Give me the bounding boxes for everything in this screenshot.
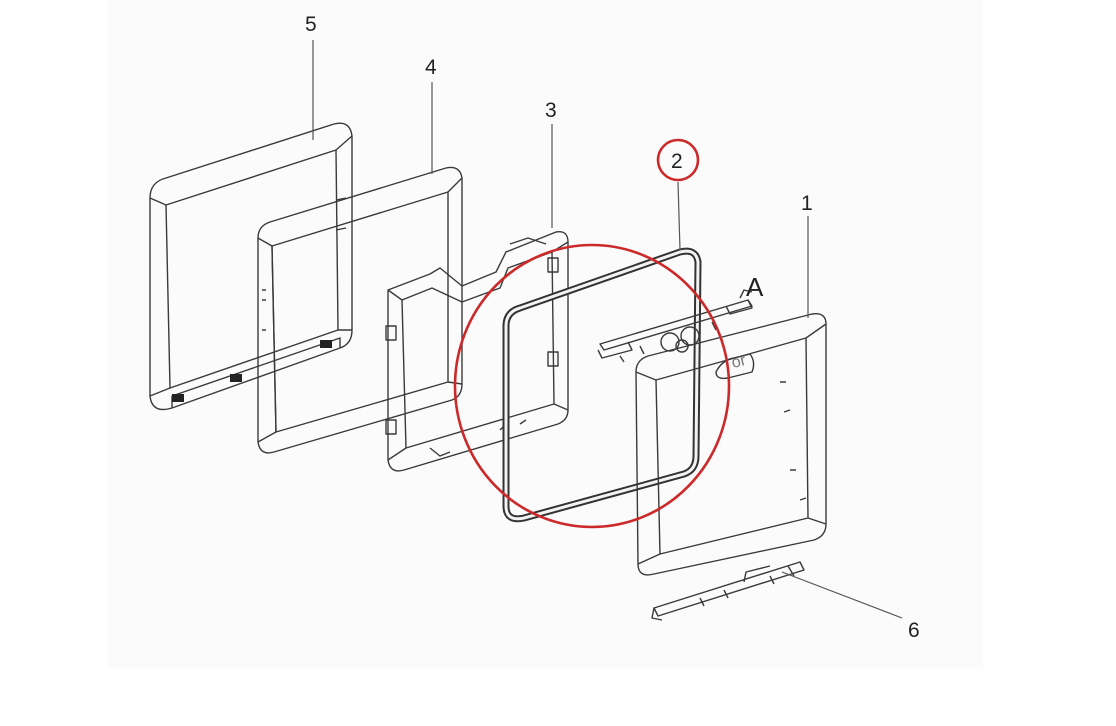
part-4-thin-frame — [257, 166, 463, 454]
part-1-window-frame — [635, 313, 827, 576]
callout-4: 4 — [425, 56, 437, 79]
emblem-text: or — [730, 352, 749, 372]
leader-lines — [312, 40, 903, 619]
part-a-mechanism — [597, 289, 753, 363]
callout-6: 6 — [908, 619, 920, 642]
callout-5: 5 — [305, 13, 317, 36]
part-6-bracket-strip — [651, 561, 805, 621]
callout-2: 2 — [671, 150, 683, 173]
highlight-marks — [453, 138, 731, 529]
part-5-outer-frame — [149, 122, 353, 411]
callout-a: A — [746, 272, 764, 302]
diagram-background — [108, 0, 983, 668]
part-2-seal — [502, 247, 702, 523]
callout-1: 1 — [801, 192, 813, 215]
callout-3: 3 — [545, 99, 557, 122]
part-3-bracket-frame — [385, 231, 569, 472]
